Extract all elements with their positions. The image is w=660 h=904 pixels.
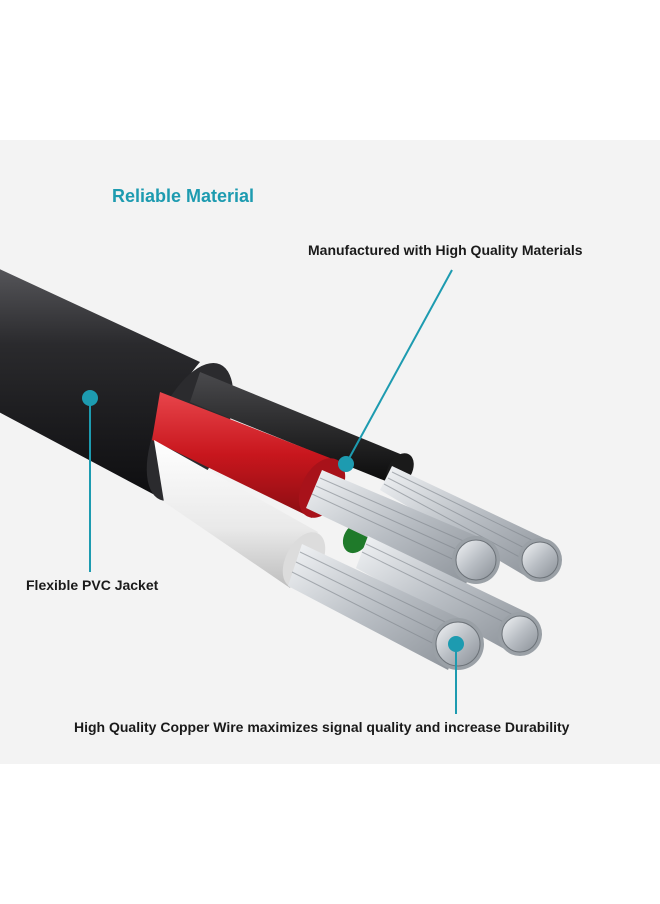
strand-bundle-top — [306, 470, 500, 584]
cable-illustration — [0, 269, 562, 714]
callout-dot-materials — [338, 456, 354, 472]
section-title: Reliable Material — [112, 186, 255, 206]
callout-jacket: Flexible PVC Jacket — [26, 577, 159, 593]
callout-materials: Manufactured with High Quality Materials — [308, 242, 583, 258]
callout-dot-jacket — [82, 390, 98, 406]
illustration-panel: Reliable Material Manufactured with High… — [0, 140, 660, 764]
strand-bundle-lower-back — [356, 536, 542, 656]
callout-copper: High Quality Copper Wire maximizes signa… — [74, 719, 570, 735]
callout-leaders — [82, 269, 464, 714]
callout-dot-copper — [448, 636, 464, 652]
strand-bundle-back — [380, 466, 562, 582]
